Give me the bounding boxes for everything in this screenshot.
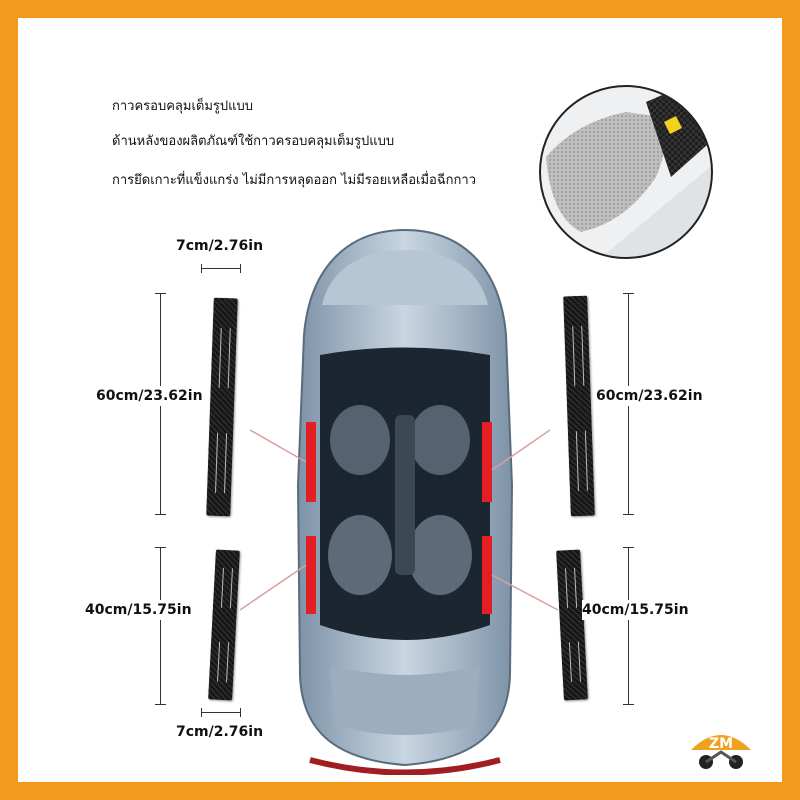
short-left-dimension-line: [155, 547, 166, 705]
long-left-label: 60cm/23.62in: [96, 386, 203, 406]
brand-logo: ZM: [691, 735, 751, 769]
long-right-label: 60cm/23.62in: [596, 386, 703, 406]
feature-line-1: กาวครอบคลุมเต็มรูปแบบ: [112, 99, 254, 114]
short-right-label: 40cm/15.75in: [582, 600, 689, 620]
width-bottom-label: 7cm/2.76in: [176, 724, 264, 740]
feature-line-2: ด้านหลังของผลิตภัณฑ์ใช้กาวครอบคลุมเต็มรู…: [112, 134, 395, 149]
width-top-dimension-line: [201, 264, 241, 273]
car-top-view-image: [296, 228, 514, 775]
adhesive-closeup-image: [539, 85, 713, 259]
feature-line-3: การยึดเกาะที่แข็งแกร่ง ไม่มีการหลุดออก ไ…: [112, 173, 477, 188]
front-left-sill-marker: [306, 422, 316, 502]
width-bottom-dimension-line: [201, 708, 241, 717]
short-right-dimension-line: [623, 547, 634, 705]
rear-left-sill-marker: [306, 536, 316, 614]
short-left-label: 40cm/15.75in: [85, 600, 192, 620]
width-top-label: 7cm/2.76in: [176, 238, 264, 254]
rear-right-sill-marker: [482, 536, 492, 614]
logo-text: ZM: [709, 736, 733, 752]
front-right-sill-marker: [482, 422, 492, 502]
